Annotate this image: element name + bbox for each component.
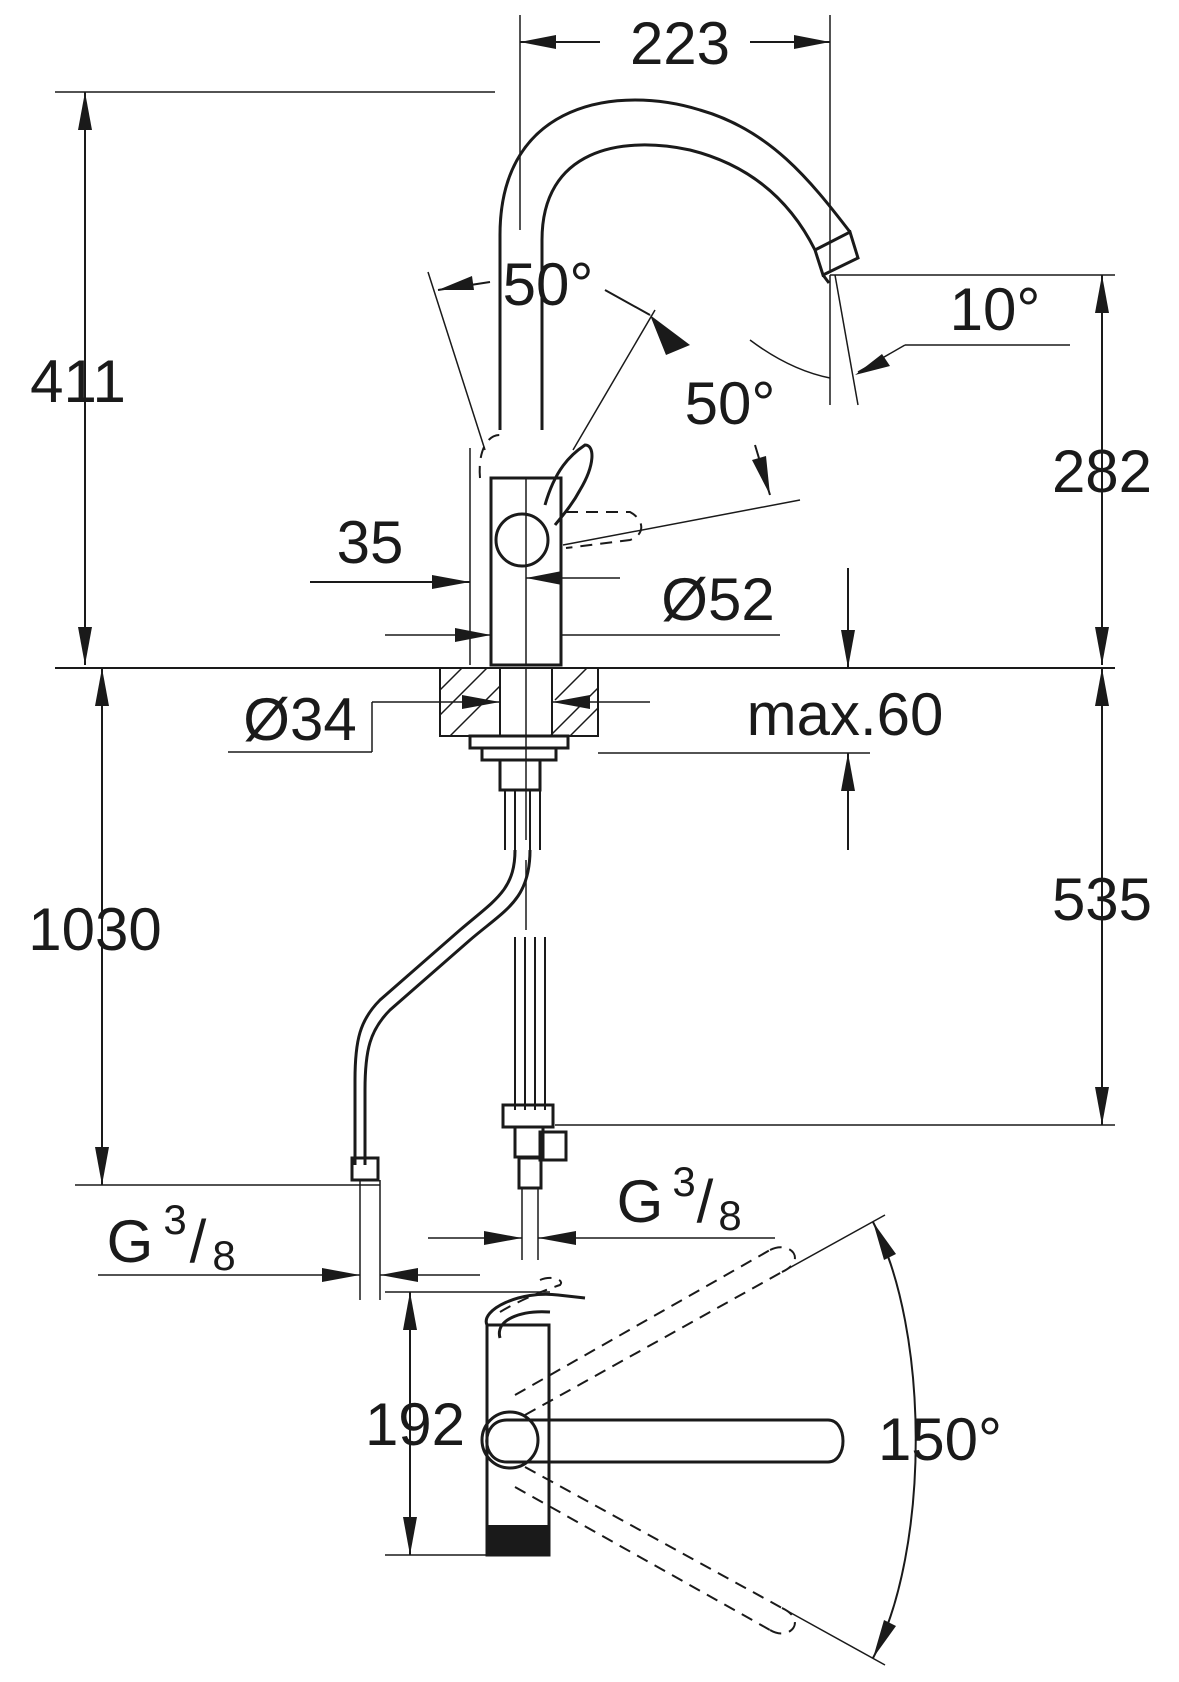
body-diameter-label: Ø52 <box>661 566 774 633</box>
countertop-section <box>439 667 599 840</box>
total-height-label: 411 <box>30 348 126 415</box>
swivel-angle-dimension: 150° <box>781 1214 1002 1666</box>
handle-depth-label: 192 <box>365 1391 465 1458</box>
lever-angle-front-label: 50° <box>503 251 594 318</box>
lever-offset-label: 35 <box>337 509 404 576</box>
max-thickness-dimension: max.60 <box>598 568 943 850</box>
connection-right-slash: / <box>697 1168 714 1235</box>
reach-dimension: 223 <box>519 10 831 270</box>
connection-left-slash: / <box>190 1208 207 1275</box>
hose-length-label: 1030 <box>28 896 161 963</box>
max-thickness-label: max.60 <box>747 681 944 748</box>
connection-right-label: G <box>617 1168 664 1235</box>
spout <box>498 98 860 430</box>
connection-left-thread-den: 8 <box>212 1232 235 1279</box>
reach-label: 223 <box>630 10 730 77</box>
hole-diameter-dimension: Ø34 <box>228 686 650 753</box>
spout-angle-dimension: 10° <box>749 274 1070 406</box>
body-diameter-dimension: Ø52 <box>385 566 780 642</box>
lever-angles: 50° 50° <box>427 251 801 546</box>
hole-diameter-label: Ø34 <box>243 686 356 753</box>
lever-angle-back-label: 50° <box>685 370 776 437</box>
supply-hoses <box>350 790 568 1300</box>
top-view <box>480 1246 845 1635</box>
hose-length-dimension: 1030 <box>28 668 380 1186</box>
connection-left-dimension: G 3 / 8 <box>98 1196 480 1282</box>
total-height-dimension: 411 <box>30 91 495 665</box>
handle-depth-dimension: 192 <box>365 1291 550 1556</box>
swivel-angle-label: 150° <box>878 1406 1002 1473</box>
spout-height-label: 282 <box>1052 438 1152 505</box>
hose-height-label: 535 <box>1052 866 1152 933</box>
faucet-body <box>469 434 643 667</box>
spout-height-dimension: 282 <box>830 274 1152 665</box>
hose-height-dimension: 535 <box>555 668 1152 1126</box>
connection-left-thread-num: 3 <box>163 1196 186 1243</box>
lever-hub <box>494 512 550 568</box>
connection-left-label: G <box>107 1208 154 1275</box>
lever-offset-dimension: 35 <box>310 509 470 589</box>
spout-angle-label: 10° <box>950 276 1041 343</box>
connection-right-thread-den: 8 <box>718 1192 741 1239</box>
connection-right-thread-num: 3 <box>672 1158 695 1205</box>
connection-right-dimension: G 3 / 8 <box>428 1158 775 1245</box>
